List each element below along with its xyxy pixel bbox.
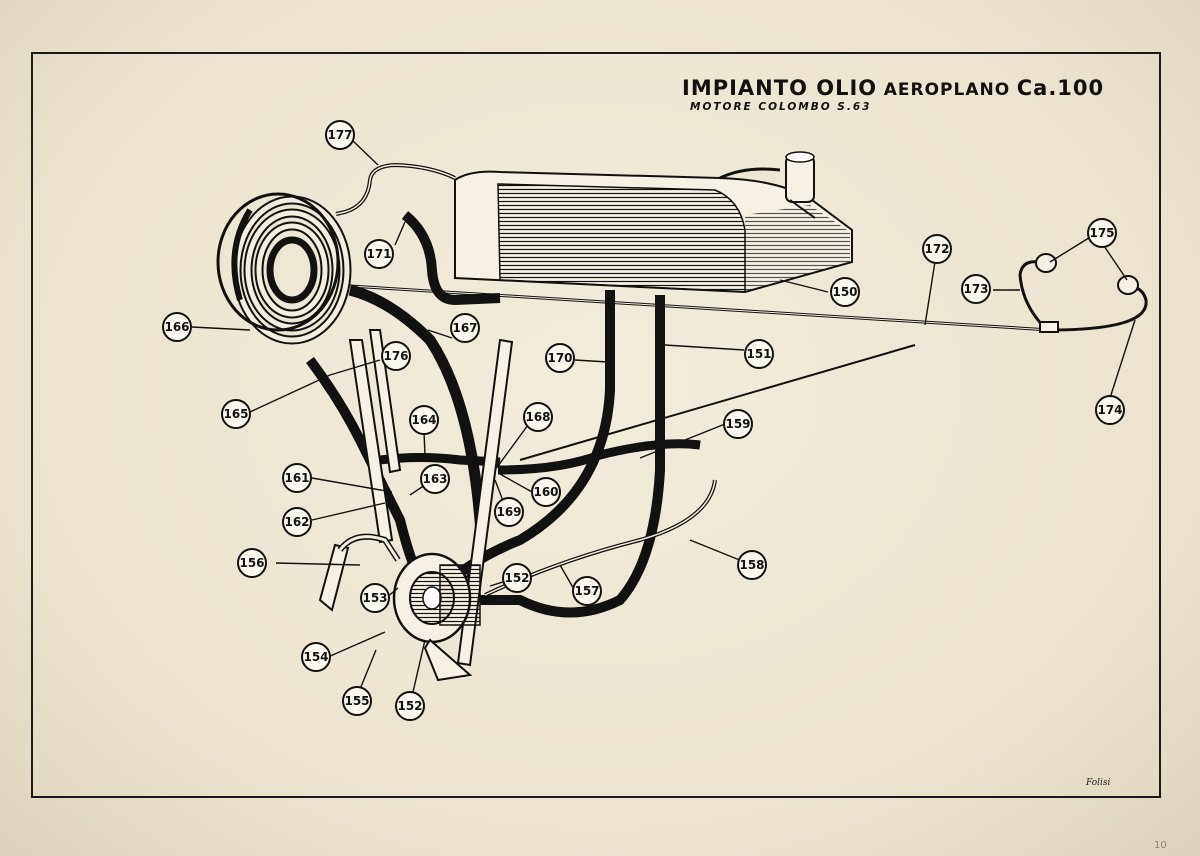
svg-text:167: 167 — [452, 321, 477, 335]
callout-153: 153 — [360, 583, 390, 613]
svg-text:154: 154 — [303, 650, 328, 664]
callout-169: 169 — [494, 497, 524, 527]
svg-text:162: 162 — [284, 515, 309, 529]
svg-text:152: 152 — [504, 571, 529, 585]
svg-text:153: 153 — [362, 591, 387, 605]
svg-text:161: 161 — [284, 471, 309, 485]
svg-text:177: 177 — [327, 128, 352, 142]
callout-159: 159 — [723, 409, 753, 439]
leader-lines — [191, 139, 1136, 706]
callout-174: 174 — [1095, 395, 1125, 425]
svg-text:175: 175 — [1089, 226, 1114, 240]
callout-151: 151 — [744, 339, 774, 369]
svg-text:157: 157 — [574, 584, 599, 598]
vent-lines — [335, 162, 1148, 461]
callout-162: 162 — [282, 507, 312, 537]
callout-177: 177 — [325, 120, 355, 150]
callout-176: 176 — [381, 341, 411, 371]
callout-152-upper: 152 — [502, 563, 532, 593]
svg-text:164: 164 — [411, 413, 436, 427]
oil-tank — [454, 151, 853, 294]
callout-152-lower: 152 — [395, 691, 425, 721]
svg-text:160: 160 — [533, 485, 558, 499]
callout-156: 156 — [237, 548, 267, 578]
callout-155: 155 — [342, 686, 372, 716]
callout-173: 173 — [961, 274, 991, 304]
svg-text:159: 159 — [725, 417, 750, 431]
callout-160: 160 — [531, 477, 561, 507]
diagram-title: IMPIANTO OLIO AEROPLANO Ca.100 — [682, 76, 1104, 100]
svg-text:158: 158 — [739, 558, 764, 572]
callout-150: 150 — [830, 277, 860, 307]
oil-pump — [337, 533, 481, 682]
title-aircraft-model: Ca.100 — [1016, 76, 1105, 100]
svg-text:171: 171 — [366, 247, 391, 261]
callout-172: 172 — [922, 234, 952, 264]
svg-text:170: 170 — [547, 351, 572, 365]
callout-165: 165 — [221, 399, 251, 429]
callout-154: 154 — [301, 642, 331, 672]
callout-170: 170 — [545, 343, 575, 373]
svg-text:163: 163 — [422, 472, 447, 486]
callout-168: 168 — [523, 402, 553, 432]
draftsman-signature: Folisi — [1086, 778, 1111, 788]
svg-text:172: 172 — [924, 242, 949, 256]
callout-158: 158 — [737, 550, 767, 580]
svg-text:176: 176 — [383, 349, 408, 363]
oil-cooler-coil — [216, 192, 352, 345]
svg-text:155: 155 — [344, 694, 369, 708]
callout-175: 175 — [1087, 218, 1117, 248]
svg-text:168: 168 — [525, 410, 550, 424]
svg-text:156: 156 — [239, 556, 264, 570]
callout-166: 166 — [162, 312, 192, 342]
callout-167: 167 — [450, 313, 480, 343]
svg-text:173: 173 — [963, 282, 988, 296]
drawing-frame — [31, 52, 1161, 798]
svg-text:174: 174 — [1097, 403, 1122, 417]
callout-171: 171 — [364, 239, 394, 269]
svg-text:152: 152 — [397, 699, 422, 713]
callout-164: 164 — [409, 405, 439, 435]
diagram-subtitle: MOTORE COLOMBO S.63 — [690, 101, 872, 113]
title-system: IMPIANTO OLIO — [682, 76, 878, 100]
callout-163: 163 — [420, 464, 450, 494]
callout-161: 161 — [282, 463, 312, 493]
svg-text:150: 150 — [832, 285, 857, 299]
title-aircraft-word: AEROPLANO — [883, 80, 1011, 100]
svg-text:169: 169 — [496, 505, 521, 519]
page-number: 10 — [1154, 840, 1167, 851]
svg-text:151: 151 — [746, 347, 771, 361]
callout-157: 157 — [572, 576, 602, 606]
svg-text:165: 165 — [223, 407, 248, 421]
svg-text:166: 166 — [164, 320, 189, 334]
